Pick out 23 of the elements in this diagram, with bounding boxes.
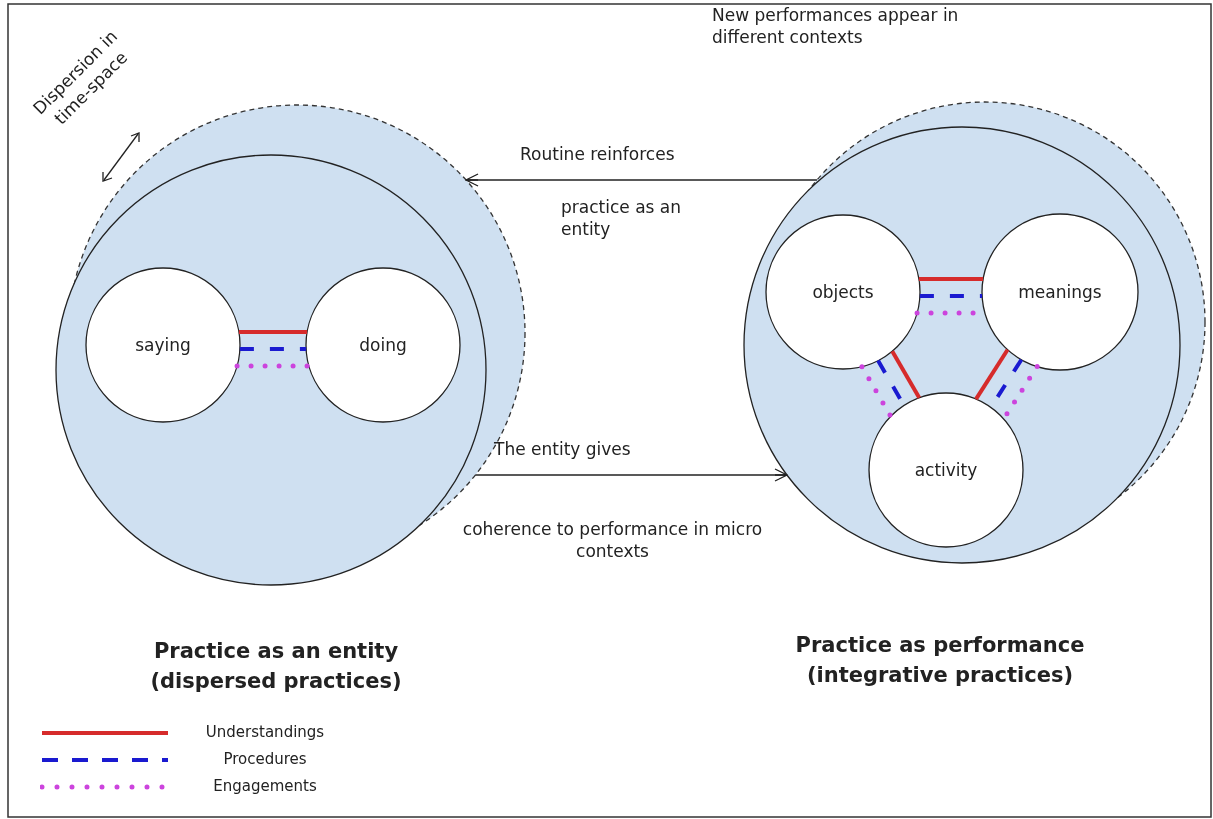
element-circle: activity — [867, 391, 1025, 549]
edge-label: Routine reinforces — [520, 143, 675, 166]
diagram-heading: Practice as performance (integrative practices) — [794, 632, 1086, 690]
legend-label: Understandings — [204, 722, 326, 743]
element-circle: objects — [764, 213, 922, 371]
note: New performances appear in different contexts — [712, 4, 960, 49]
connector-line — [890, 350, 921, 399]
element-circle: meanings — [980, 212, 1140, 372]
connector-line — [238, 330, 308, 334]
diagram-heading: Practice as an entity (dispersed practices) — [149, 638, 403, 696]
connector-line — [918, 277, 984, 281]
legend-label: Engagements — [212, 776, 318, 797]
connector-line — [919, 294, 983, 298]
note: coherence to performance in micro contexts — [461, 518, 764, 563]
edge-label: The entity gives — [494, 438, 631, 461]
element-circle: doing — [304, 266, 462, 424]
connector-line — [859, 364, 894, 419]
note: practice as an entity — [561, 196, 682, 241]
legend-label: Procedures — [222, 749, 308, 770]
connector-line — [974, 348, 1010, 401]
connector-line — [234, 363, 312, 369]
connector-line — [239, 347, 307, 351]
element-circle: saying — [84, 266, 242, 424]
